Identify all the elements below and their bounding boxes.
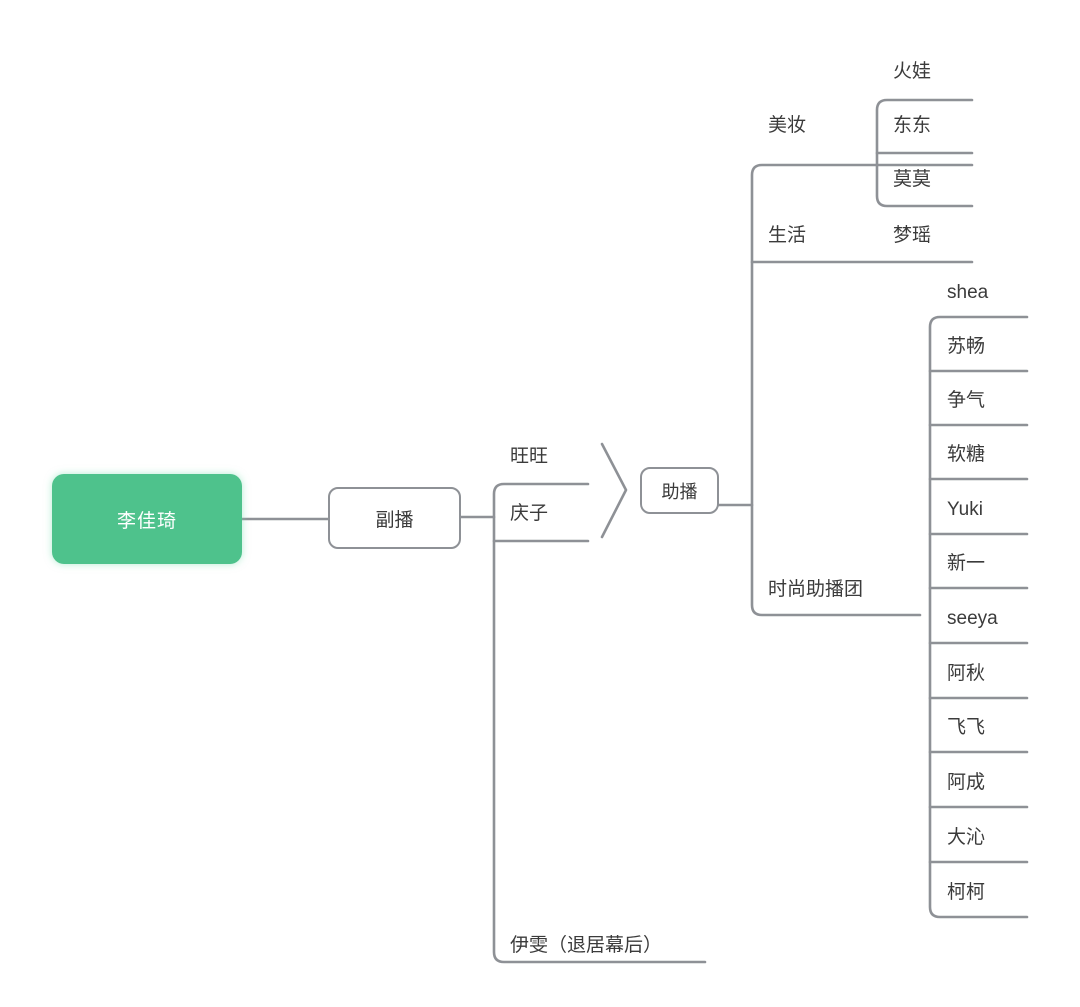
node-team-member-acheng[interactable]: 阿成 (947, 772, 986, 793)
trunk-zhubo (750, 163, 974, 617)
node-team-member-yuki[interactable]: Yuki (947, 499, 983, 520)
node-team-member-daqin[interactable]: 大沁 (947, 827, 986, 848)
node-yiwen[interactable]: 伊雯（退居幕后） (510, 935, 663, 956)
node-qingzi[interactable]: 庆子 (510, 503, 549, 524)
node-fuban[interactable]: 副播 (328, 487, 461, 549)
node-team-member-ruantang[interactable]: 软糖 (947, 444, 986, 465)
node-wangwang[interactable]: 旺旺 (510, 446, 549, 467)
node-team-member-suchang[interactable]: 苏畅 (947, 336, 986, 357)
node-zhubo-label: 助播 (661, 481, 698, 502)
node-zhubo[interactable]: 助播 (640, 467, 719, 514)
branch-shishang-bracket (928, 315, 1029, 919)
node-fuban-label: 副播 (375, 509, 414, 531)
chevron-right-icon (600, 442, 628, 539)
node-team-member-xinyi[interactable]: 新一 (947, 553, 986, 574)
node-dongdong[interactable]: 东东 (893, 115, 932, 136)
node-team-member-shea[interactable]: shea (947, 282, 989, 303)
node-mengyao[interactable]: 梦瑶 (893, 225, 932, 246)
branch-fuban-bracket (492, 482, 707, 964)
node-team-member-feifei[interactable]: 飞飞 (947, 717, 986, 738)
node-meizhuang[interactable]: 美妆 (768, 115, 807, 136)
node-team-member-keke[interactable]: 柯柯 (947, 882, 986, 903)
node-momo[interactable]: 莫莫 (893, 169, 932, 190)
node-shenghuo[interactable]: 生活 (768, 225, 807, 246)
node-team-member-zhengqi[interactable]: 争气 (947, 390, 986, 411)
node-huowa[interactable]: 火娃 (893, 61, 932, 82)
node-root-lijiaqi[interactable]: 李佳琦 (52, 474, 242, 564)
node-team-member-seeya[interactable]: seeya (947, 608, 998, 629)
node-shishang[interactable]: 时尚助播团 (768, 579, 864, 600)
node-root-label: 李佳琦 (116, 510, 177, 532)
node-team-member-aqiu[interactable]: 阿秋 (947, 663, 986, 684)
